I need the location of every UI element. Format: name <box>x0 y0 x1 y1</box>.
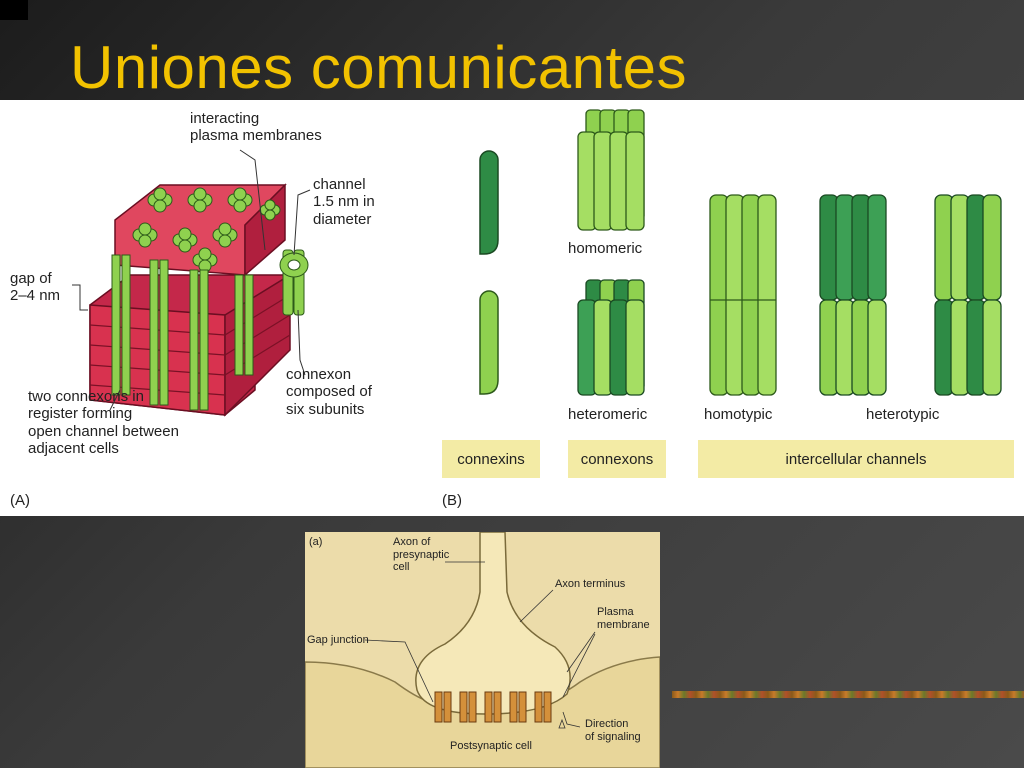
connexin-dark <box>479 150 499 255</box>
label-homomeric: homomeric <box>568 240 643 257</box>
label-interacting-membranes: interacting plasma membranes <box>190 110 322 145</box>
panel-label-synapse: (a) <box>309 536 323 548</box>
panel-label-a: (A) <box>10 492 30 509</box>
label-plasma-membrane: Plasma membrane <box>597 606 650 631</box>
label-heterotypic: heterotypic <box>866 406 940 423</box>
synapse-drawing <box>305 532 660 768</box>
homomeric-connexon <box>577 109 645 231</box>
label-direction-signaling: Direction of signaling <box>585 718 641 743</box>
homotypic-channel <box>709 194 777 396</box>
label-postsynaptic-cell: Postsynaptic cell <box>450 740 532 752</box>
label-homotypic: homotypic <box>704 406 773 423</box>
slide-title: Uniones comunicantes <box>70 34 688 101</box>
label-connexon: connexon composed of six subunits <box>286 366 372 418</box>
heterotypic-channel-1 <box>819 194 887 396</box>
label-gap-size: gap of 2–4 nm <box>10 270 61 305</box>
tag-connexins: connexins <box>442 440 540 478</box>
corner-block <box>0 0 28 20</box>
label-axon-presynaptic: Axon of presynaptic cell <box>393 536 450 574</box>
heteromeric-connexon <box>577 279 645 396</box>
connexin-light <box>479 290 499 395</box>
heterotypic-channel-2 <box>934 194 1002 396</box>
tag-connexons: connexons <box>568 440 666 478</box>
label-two-connexons: two connexons in register forming open c… <box>28 388 179 457</box>
decorative-strip <box>672 691 1024 698</box>
label-axon-terminus: Axon terminus <box>555 578 626 590</box>
label-heteromeric: heteromeric <box>568 406 648 423</box>
membrane-block <box>89 183 309 417</box>
label-channel-diameter: channel 1.5 nm in diameter <box>313 176 375 228</box>
gap-junction-figure: interacting plasma membranes channel 1.5… <box>0 100 1024 516</box>
panel-label-b: (B) <box>442 492 462 509</box>
label-gap-junction: Gap junction <box>307 634 369 646</box>
figure-drawing <box>72 109 1002 417</box>
tag-intercellular-channels: intercellular channels <box>698 440 1014 478</box>
synapse-figure: (a) Axon of presynaptic cell Axon termin… <box>305 532 660 768</box>
